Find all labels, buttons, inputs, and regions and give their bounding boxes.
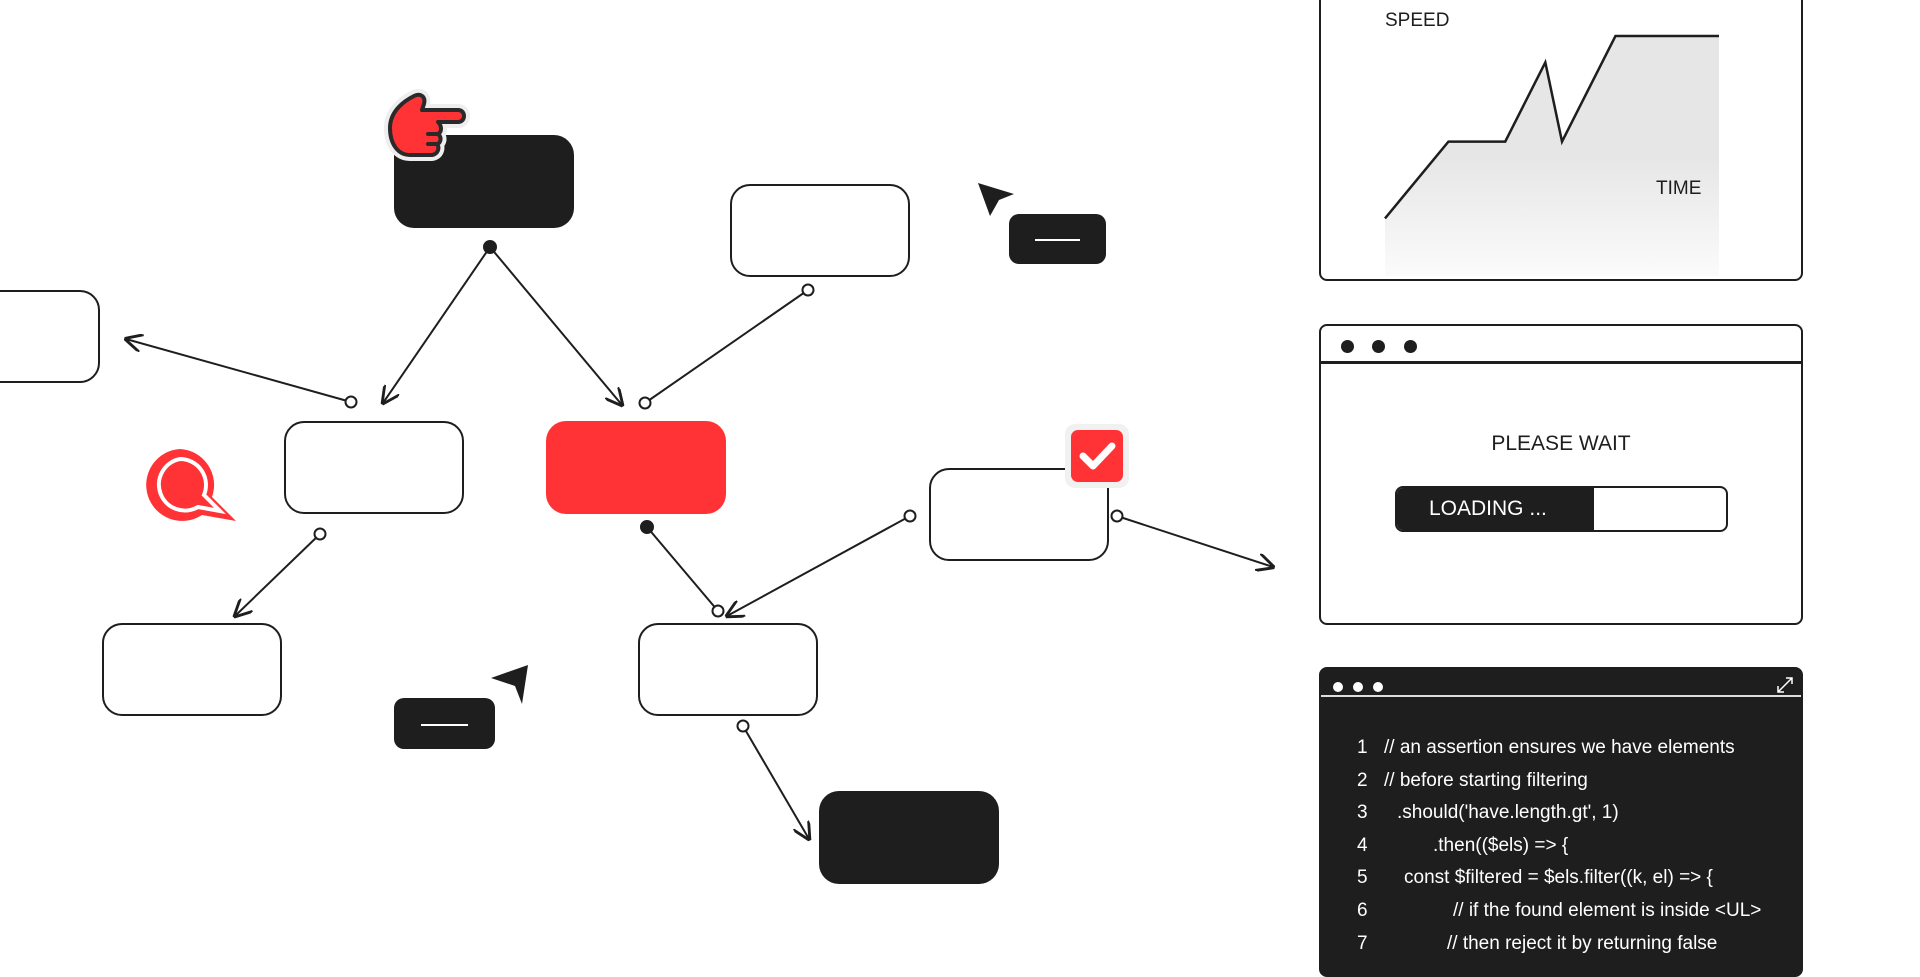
connector [727,515,911,616]
connector-dot[interactable] [313,527,327,541]
connector [126,339,352,403]
code-line: .then(($els) => { [1433,835,1569,856]
connector-dot[interactable] [483,240,497,254]
node-bottom-black[interactable] [819,791,999,884]
connector [644,289,809,404]
connector [1116,515,1273,567]
connector [383,246,491,403]
connector-dot[interactable] [711,604,725,618]
code-window [1319,667,1803,977]
connector-dot[interactable] [736,719,750,733]
connector-dot[interactable] [801,283,815,297]
connector-dot[interactable] [344,395,358,409]
connector [742,725,809,839]
line-number: 1 [1357,737,1368,758]
node-bottom-mid[interactable] [638,623,818,716]
node-left-partial[interactable] [0,290,100,383]
code-line: // then reject it by returning false [1447,933,1718,954]
please-wait-text: PLEASE WAIT [1491,432,1631,455]
label-pill[interactable] [394,698,495,749]
cursor-arrow-icon [978,183,1014,216]
window-header-divider [1321,361,1801,364]
progress-fill [1397,488,1595,530]
node-right[interactable] [929,468,1109,561]
pointing-hand-icon [384,88,470,161]
line-number: 2 [1357,770,1368,791]
window-dot [1404,340,1417,353]
connector-dot[interactable] [1110,509,1124,523]
line-number: 5 [1357,867,1368,888]
connector [646,526,719,612]
node-bottom-left[interactable] [102,623,282,716]
cursor-arrow-icon [491,665,528,704]
code-line: const $filtered = $els.filter((k, el) =>… [1404,867,1713,888]
chart-y-label: SPEED [1385,10,1450,31]
progress-label: LOADING ... [1429,497,1547,520]
connector [235,533,321,616]
chart-x-label: TIME [1656,178,1702,199]
label-pill[interactable] [1009,214,1106,264]
line-number: 6 [1357,900,1368,921]
expand-icon[interactable] [1776,676,1794,694]
window-header-divider [1321,695,1801,697]
node-top-right[interactable] [730,184,910,277]
code-line: // if the found element is inside <UL> [1453,900,1762,921]
window-dot [1372,340,1385,353]
connector-dot[interactable] [903,509,917,523]
connector [489,246,622,405]
line-number: 7 [1357,933,1368,954]
code-line: // before starting filtering [1384,770,1588,791]
node-center-red[interactable] [546,421,726,514]
connector-dot[interactable] [638,396,652,410]
progress-bar: LOADING ... [1395,486,1728,532]
line-number: 3 [1357,802,1368,823]
checkbox-checked-icon[interactable] [1063,422,1131,490]
loading-window: PLEASE WAIT LOADING ... [1319,324,1803,625]
window-dot [1373,682,1383,692]
line-number: 4 [1357,835,1368,856]
code-line: .should('have.length.gt', 1) [1397,802,1619,823]
window-dot [1333,682,1343,692]
node-mid-left[interactable] [284,421,464,514]
connector-dot[interactable] [640,520,654,534]
window-dot [1353,682,1363,692]
code-line: // an assertion ensures we have elements [1384,737,1735,758]
search-chat-icon [146,449,236,521]
window-dot [1341,340,1354,353]
speed-chart [1384,34,1719,276]
speed-area [1385,36,1719,276]
speed-line [1384,34,1719,220]
